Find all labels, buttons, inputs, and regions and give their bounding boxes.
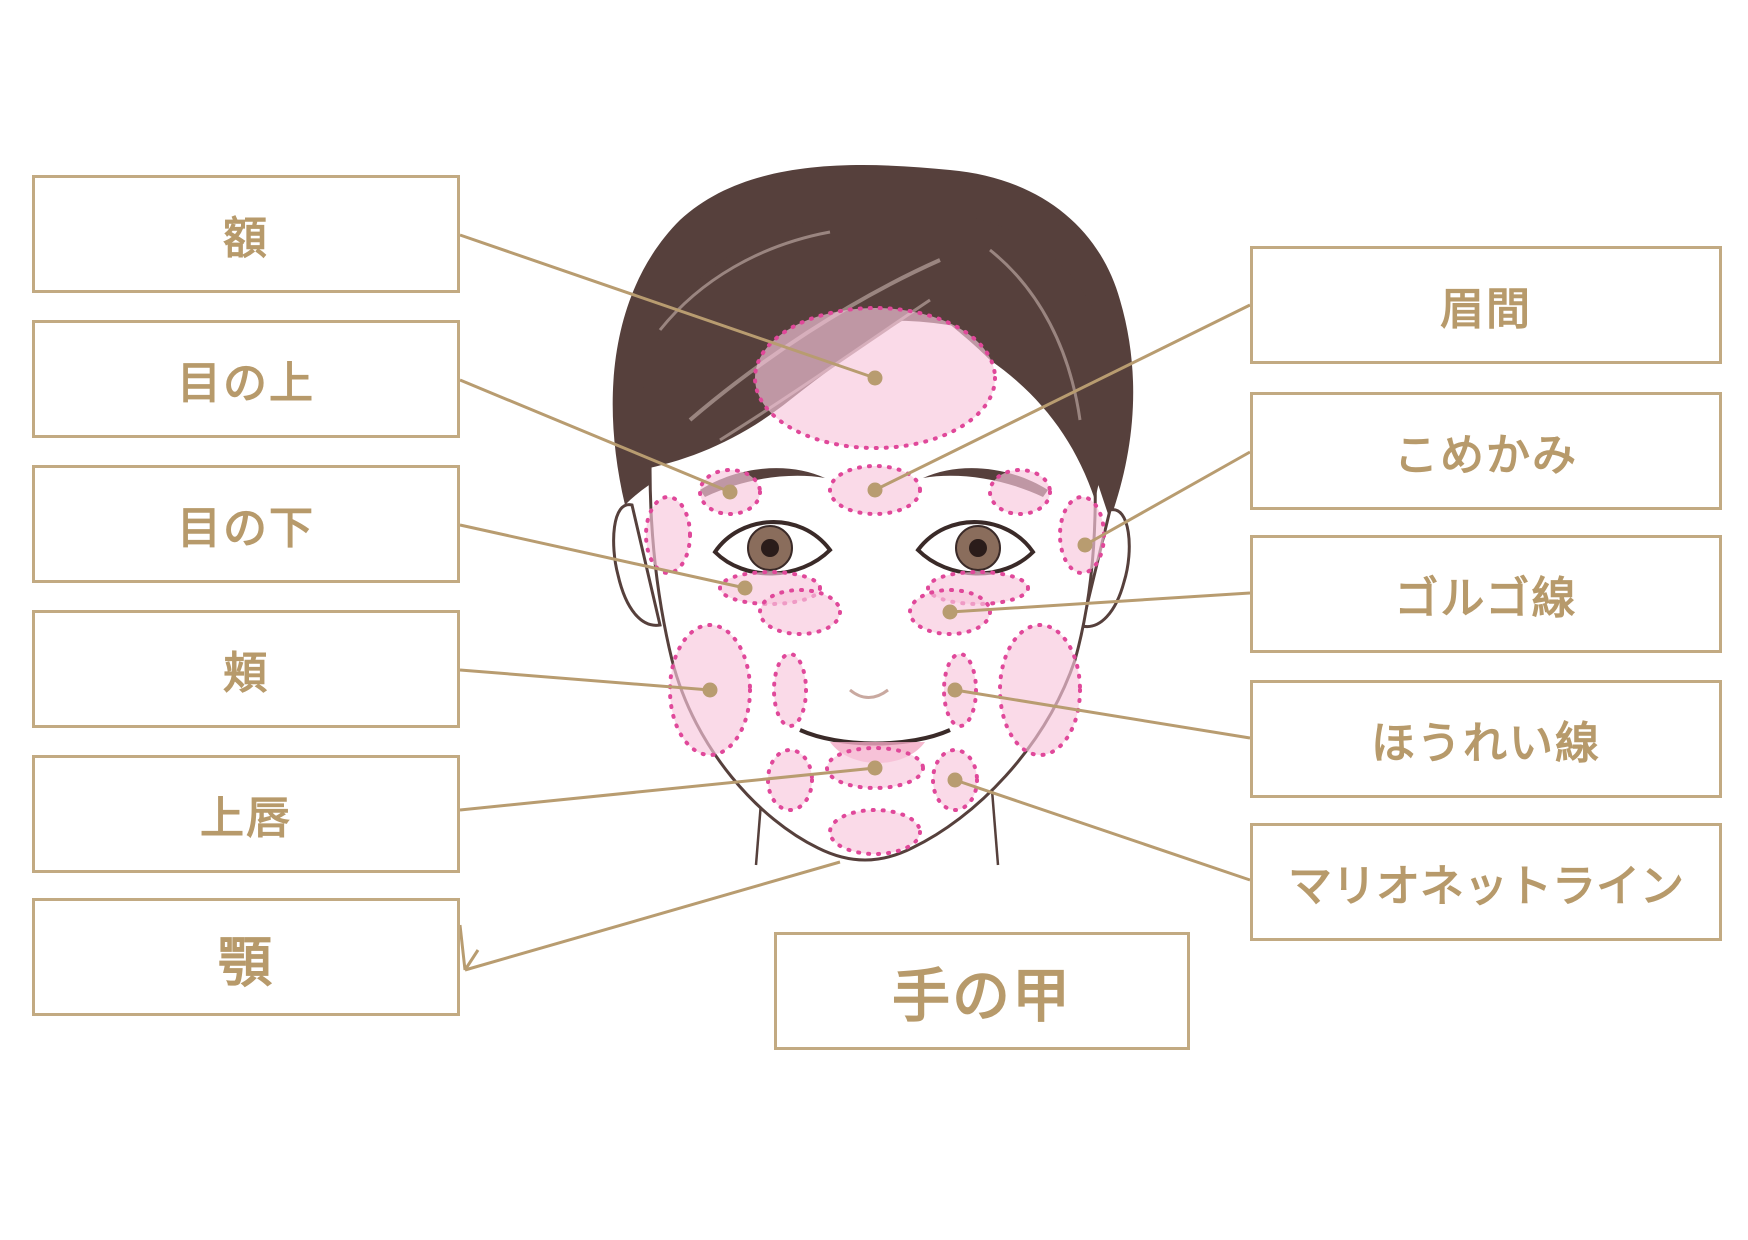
label-cheek: 頬 (223, 648, 269, 699)
leader-cheek (459, 668, 711, 692)
leader-temple (1084, 450, 1251, 547)
zone-cheek-right (998, 623, 1082, 757)
leader-dot-upper-lip (867, 760, 883, 776)
nose (849, 688, 889, 699)
leader-golgo (949, 591, 1251, 614)
leader-dot-golgo (942, 604, 958, 620)
hair-front (638, 210, 1110, 500)
leader-nasolabial (954, 688, 1251, 740)
leader-marionette (954, 778, 1251, 882)
zone-nasolabial-left (772, 652, 808, 728)
leader-glabella (874, 303, 1251, 492)
label-box-temple: こめかみ (1250, 392, 1722, 510)
label-box-upper-lip: 上唇 (32, 755, 460, 873)
right-eyebrow (923, 468, 1048, 497)
label-box-glabella: 眉間 (1250, 246, 1722, 364)
left-eyebrow (700, 468, 825, 497)
hair-strand-4 (658, 230, 831, 331)
leader-forehead (459, 233, 876, 380)
leader-dot-glabella (867, 482, 883, 498)
leader-lines (458, 233, 1251, 972)
zone-chin (828, 808, 922, 856)
neck-line-right (990, 789, 1000, 866)
hair-strand-3 (989, 248, 1082, 421)
label-box-nasolabial-fold: ほうれい線 (1250, 680, 1722, 798)
leader-dot-cheek (702, 682, 718, 698)
label-above-eye: 目の上 (177, 358, 315, 409)
label-box-above-eye: 目の上 (32, 320, 460, 438)
label-glabella: 眉間 (1440, 284, 1532, 335)
label-golgo-line: ゴルゴ線 (1394, 573, 1578, 624)
label-box-under-eye: 目の下 (32, 465, 460, 583)
label-marionette-line: マリオネットライン (1288, 861, 1684, 912)
label-nasolabial-fold: ほうれい線 (1371, 718, 1601, 769)
zone-marionette-left (766, 748, 814, 812)
leader-dot-nasolabial (947, 682, 963, 698)
label-forehead: 額 (223, 213, 269, 264)
right-pupil (969, 539, 987, 557)
leader-dot-marionette (947, 772, 963, 788)
leader-dot-under-eye (737, 580, 753, 596)
label-box-golgo-line: ゴルゴ線 (1250, 535, 1722, 653)
zone-temple-right (1058, 495, 1106, 575)
left-pupil (761, 539, 779, 557)
leader-under-eye (459, 523, 746, 590)
leader-upper-lip (459, 766, 876, 812)
zone-above-eye-right (988, 468, 1052, 516)
label-box-jaw: 顎 (32, 898, 460, 1016)
label-box-back-of-hand: 手の甲 (774, 932, 1190, 1050)
label-jaw: 顎 (218, 930, 274, 994)
label-temple: こめかみ (1394, 430, 1578, 481)
label-back-of-hand: 手の甲 (891, 962, 1072, 1030)
right-ear (1080, 508, 1131, 629)
label-box-forehead: 額 (32, 175, 460, 293)
label-box-marionette-line: マリオネットライン (1250, 823, 1722, 941)
leader-dot-temple (1077, 537, 1093, 553)
leader-dot-above-eye (722, 484, 738, 500)
label-under-eye: 目の下 (177, 503, 315, 554)
label-upper-lip: 上唇 (200, 793, 292, 844)
label-box-cheek: 頬 (32, 610, 460, 728)
leader-dot-forehead (867, 370, 883, 386)
zone-temple-left (644, 495, 692, 575)
leader-above-eye (459, 378, 731, 494)
leader-jaw-arrowhead (458, 924, 480, 971)
leader-jaw (464, 860, 841, 972)
zone-golgo-left (758, 588, 842, 636)
